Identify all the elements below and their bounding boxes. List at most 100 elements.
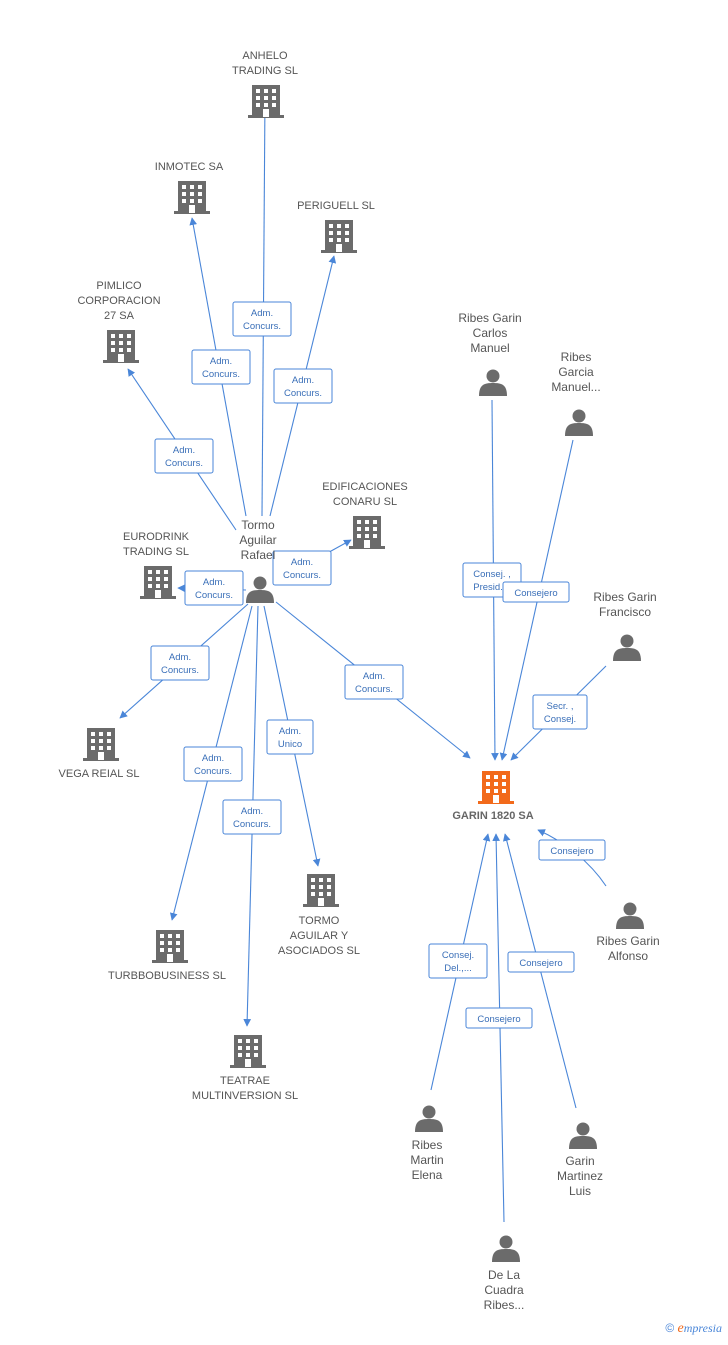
copyright-symbol: © (665, 1321, 675, 1335)
relation-label[interactable]: Adm.Concurs. (184, 570, 244, 606)
brand-logo-letter: e (677, 1321, 684, 1336)
relation-label[interactable]: Consejero (502, 581, 570, 603)
building-icon (174, 181, 210, 214)
building-icon (103, 330, 139, 363)
svg-text:Consejero: Consejero (519, 958, 562, 969)
svg-text:Consejero: Consejero (477, 1014, 520, 1025)
relation-label[interactable]: Adm.Concurs. (273, 368, 333, 404)
relation-label[interactable]: Adm.Concurs. (191, 349, 251, 385)
company-node[interactable]: TURBBOBUSINESS SL (108, 930, 226, 982)
person-icon (613, 634, 641, 661)
relation-label[interactable]: Adm.Concurs. (272, 550, 332, 586)
relation-label[interactable]: Adm.Concurs. (183, 746, 243, 782)
svg-text:GARIN 1820 SA: GARIN 1820 SA (452, 810, 533, 822)
person-icon (479, 369, 507, 396)
svg-text:Consej. ,Presid....: Consej. ,Presid.... (473, 569, 511, 593)
svg-text:Adm.Concurs.: Adm.Concurs. (355, 671, 393, 695)
building-icon (349, 516, 385, 549)
relation-labels: Adm.Concurs. Adm.Concurs. Adm.Concurs. A… (150, 301, 606, 1029)
svg-text:Consejero: Consejero (514, 588, 557, 599)
main-company-node[interactable]: GARIN 1820 SA (452, 771, 534, 822)
building-icon (248, 85, 284, 118)
svg-text:Consejero: Consejero (550, 846, 593, 857)
building-icon (230, 1035, 266, 1068)
relation-label[interactable]: Adm.Concurs. (232, 301, 292, 337)
relation-label[interactable]: Adm.Concurs. (154, 438, 214, 474)
person-icon (565, 409, 593, 436)
svg-text:Adm.Concurs.: Adm.Concurs. (165, 445, 203, 469)
relation-label[interactable]: Consej.Del.,... (428, 943, 488, 979)
svg-text:PERIGUELL SL: PERIGUELL SL (297, 200, 375, 212)
relation-label[interactable]: Consejero (507, 951, 575, 973)
building-icon (83, 728, 119, 761)
company-node[interactable]: INMOTEC SA (155, 161, 224, 214)
building-icon (321, 220, 357, 253)
person-icon (569, 1122, 597, 1149)
svg-text:Adm.Concurs.: Adm.Concurs. (195, 577, 233, 601)
svg-text:TURBBOBUSINESS SL: TURBBOBUSINESS SL (108, 970, 226, 982)
svg-text:Adm.Concurs.: Adm.Concurs. (233, 806, 271, 830)
svg-text:Adm.Unico: Adm.Unico (278, 726, 302, 750)
svg-text:Adm.Concurs.: Adm.Concurs. (283, 557, 321, 581)
building-icon (478, 771, 514, 804)
svg-text:Adm.Concurs.: Adm.Concurs. (202, 356, 240, 380)
svg-text:VEGA REIAL SL: VEGA REIAL SL (59, 768, 140, 780)
person-icon (492, 1235, 520, 1262)
person-icon (616, 902, 644, 929)
relation-label[interactable]: Adm.Concurs. (222, 799, 282, 835)
relation-label[interactable]: Consejero (465, 1007, 533, 1029)
relation-label[interactable]: Adm.Concurs. (150, 645, 210, 681)
svg-text:Adm.Concurs.: Adm.Concurs. (194, 753, 232, 777)
person-icon (246, 576, 274, 603)
svg-text:Secr. ,Consej.: Secr. ,Consej. (544, 701, 576, 725)
footer-brand: © empresia (665, 1321, 722, 1337)
company-node[interactable]: PERIGUELL SL (297, 200, 375, 253)
svg-text:Adm.Concurs.: Adm.Concurs. (284, 375, 322, 399)
person-icon (415, 1105, 443, 1132)
company-node[interactable]: VEGA REIAL SL (59, 728, 140, 780)
svg-text:Adm.Concurs.: Adm.Concurs. (243, 308, 281, 332)
relation-label[interactable]: Secr. ,Consej. (532, 694, 588, 730)
building-icon (140, 566, 176, 599)
relation-label[interactable]: Consejero (538, 839, 606, 861)
brand-logo-text: mpresia (683, 1321, 722, 1335)
svg-text:INMOTEC SA: INMOTEC SA (155, 161, 224, 173)
relation-label[interactable]: Adm.Unico (266, 719, 314, 755)
svg-text:Adm.Concurs.: Adm.Concurs. (161, 652, 199, 676)
building-icon (303, 874, 339, 907)
building-icon (152, 930, 188, 963)
svg-text:Consej.Del.,...: Consej.Del.,... (442, 950, 474, 974)
relation-label[interactable]: Adm.Concurs. (344, 664, 404, 700)
